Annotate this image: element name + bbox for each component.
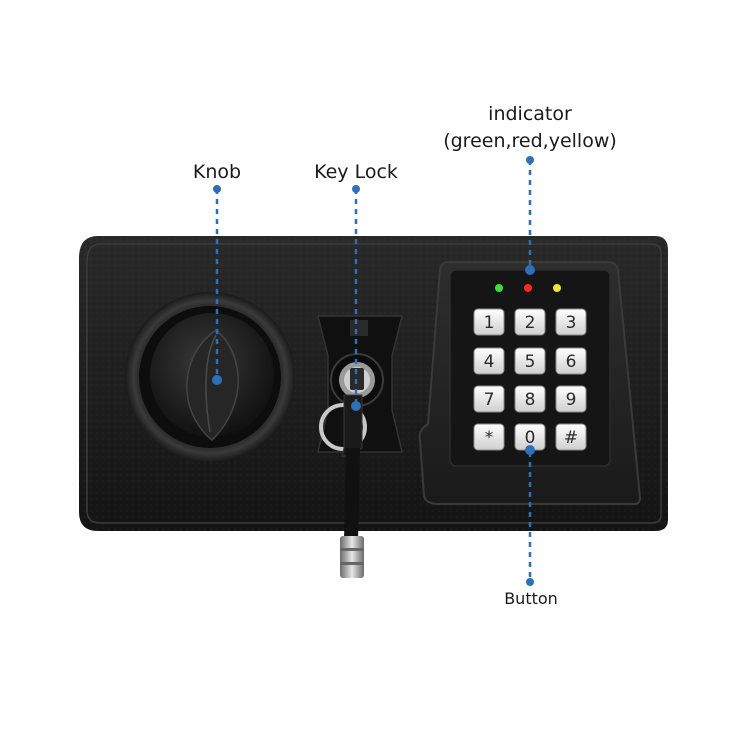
keypad-housing bbox=[418, 261, 642, 505]
key-5[interactable]: 5 bbox=[514, 347, 546, 375]
callout-key-lock bbox=[351, 185, 361, 411]
key-9[interactable]: 9 bbox=[555, 385, 587, 413]
key-label: 8 bbox=[525, 390, 536, 410]
button-label: Button bbox=[504, 589, 558, 608]
led-green bbox=[495, 284, 503, 292]
callout-button bbox=[525, 445, 535, 586]
indicator-subtitle: (green,red,yellow) bbox=[443, 130, 617, 152]
key-label: 7 bbox=[484, 390, 495, 410]
key-label: * bbox=[485, 428, 494, 448]
key-8[interactable]: 8 bbox=[514, 385, 546, 413]
key-2[interactable]: 2 bbox=[514, 308, 546, 336]
key-hash[interactable]: # bbox=[555, 423, 587, 451]
key-3[interactable]: 3 bbox=[555, 308, 587, 336]
led-yellow bbox=[553, 284, 561, 292]
callout-indicator bbox=[525, 156, 535, 275]
callout-knob bbox=[212, 185, 222, 385]
key[interactable] bbox=[319, 394, 367, 578]
key-lock[interactable] bbox=[317, 315, 403, 453]
key-4[interactable]: 4 bbox=[473, 347, 505, 375]
knob[interactable] bbox=[125, 292, 295, 462]
key-7[interactable]: 7 bbox=[473, 385, 505, 413]
keypad-buttons: 1 2 3 4 5 6 7 8 9 * 0 # bbox=[473, 308, 587, 451]
knob-label: Knob bbox=[192, 161, 242, 183]
key-label: 2 bbox=[525, 313, 536, 333]
key-label: 6 bbox=[566, 352, 577, 372]
key-1[interactable]: 1 bbox=[473, 308, 505, 336]
led-red bbox=[524, 284, 532, 292]
key-label: 9 bbox=[566, 390, 577, 410]
key-star[interactable]: * bbox=[473, 423, 505, 451]
key-label: 0 bbox=[525, 428, 536, 448]
key-lock-label: Key Lock bbox=[314, 161, 398, 183]
key-label: 5 bbox=[525, 352, 536, 372]
key-label: 1 bbox=[484, 313, 495, 333]
indicator-leds bbox=[495, 284, 561, 292]
key-label: # bbox=[564, 428, 578, 448]
key-6[interactable]: 6 bbox=[555, 347, 587, 375]
indicator-title: indicator bbox=[488, 103, 572, 125]
key-label: 3 bbox=[566, 313, 577, 333]
indicator-label: indicator (green,red,yellow) bbox=[430, 101, 630, 155]
key-label: 4 bbox=[484, 352, 495, 372]
